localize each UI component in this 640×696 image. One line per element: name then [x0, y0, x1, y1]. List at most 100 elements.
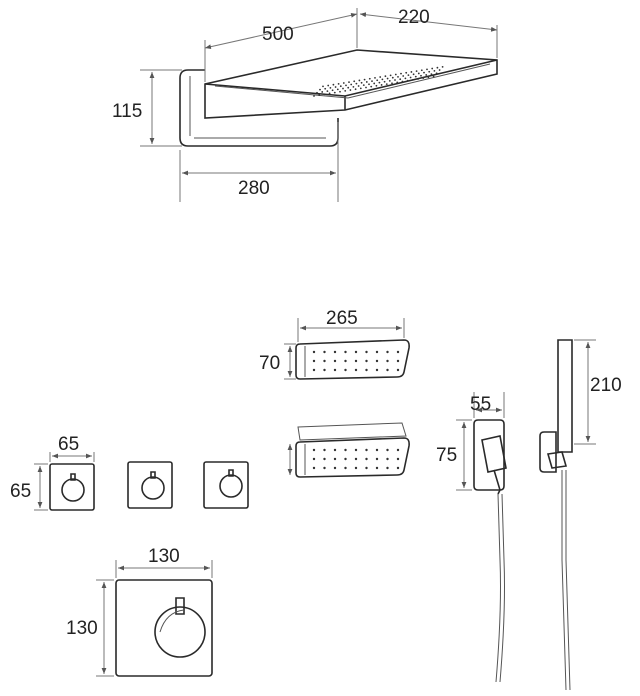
nozzle-dot — [386, 350, 389, 354]
nozzle-dot — [323, 93, 326, 96]
nozzle-dot — [339, 90, 341, 93]
nozzle-dot — [334, 86, 337, 88]
nozzle-dot — [349, 89, 352, 91]
nozzle-dot — [399, 78, 402, 81]
nozzle-dot — [365, 350, 368, 354]
nozzle-dot — [370, 85, 373, 88]
nozzle-dot — [312, 457, 316, 461]
nozzle-dot — [342, 82, 345, 84]
valve-middle — [127, 461, 173, 509]
nozzle-dot — [389, 74, 392, 77]
body-jet-nozzles — [312, 350, 400, 372]
nozzle-dot — [383, 80, 386, 83]
nozzle-dot — [417, 78, 419, 80]
nozzle-dot — [378, 81, 381, 84]
nozzle-dot — [409, 76, 412, 79]
nozzle-dot — [365, 466, 368, 470]
valve-right — [203, 461, 249, 509]
thermostat-height-label: 130 — [66, 618, 98, 639]
nozzle-dot — [385, 83, 388, 85]
nozzle-dot — [360, 81, 363, 84]
thermostat-dimensions: 130 130 — [66, 546, 213, 677]
nozzle-dot — [316, 91, 318, 94]
nozzle-dot — [322, 85, 324, 88]
nozzle-dot — [423, 71, 425, 74]
nozzle-dot — [425, 74, 428, 76]
nozzle-dot — [336, 88, 339, 91]
nozzle-dot — [430, 73, 433, 75]
nozzle-dot — [333, 368, 337, 372]
nozzle-dot — [397, 75, 399, 78]
nozzle-dot — [332, 83, 335, 86]
nozzle-dot — [384, 75, 387, 78]
nozzle-dot — [374, 77, 376, 79]
nozzle-dot — [333, 448, 337, 452]
nozzle-dot — [375, 368, 379, 372]
nozzle-dot — [368, 77, 371, 80]
hand-shower-dimensions: 210 — [574, 339, 622, 445]
nozzle-dot — [321, 91, 324, 93]
nozzle-dot — [354, 359, 358, 363]
nozzle-dot — [324, 87, 327, 90]
jet-width-label: 265 — [326, 308, 358, 329]
nozzle-dot — [359, 87, 362, 90]
body-jet-dimensions: 265 70 — [259, 308, 405, 475]
nozzle-dot — [406, 79, 409, 82]
nozzle-dot — [337, 82, 340, 85]
nozzle-dot — [386, 457, 389, 461]
nozzle-dot — [344, 368, 347, 372]
nozzle-dot — [323, 350, 326, 354]
nozzle-dot — [420, 74, 422, 77]
nozzle-dot — [412, 73, 415, 76]
nozzle-dot — [386, 77, 389, 80]
nozzle-dot — [396, 448, 400, 452]
nozzle-dot — [354, 350, 358, 354]
nozzle-dot — [344, 457, 347, 461]
nozzle-dot — [376, 79, 379, 82]
nozzle-dot — [379, 76, 382, 78]
nozzle-dot — [441, 65, 444, 68]
arm-label: 280 — [238, 178, 270, 199]
nozzle-dot — [331, 89, 334, 92]
nozzle-dot — [375, 466, 379, 470]
nozzle-dot — [354, 368, 358, 372]
valve-dimensions: 65 65 — [10, 434, 95, 511]
wall-outlet — [473, 419, 507, 683]
depth-dimension-line — [359, 12, 498, 32]
nozzle-dot — [352, 85, 355, 88]
height-label: 115 — [112, 101, 142, 122]
rain-nozzle-field — [313, 65, 444, 97]
nozzle-dot — [365, 86, 367, 89]
nozzle-dot — [333, 350, 337, 354]
nozzle-dot — [345, 84, 347, 87]
nozzle-dot — [386, 466, 389, 470]
nozzle-dot — [386, 448, 389, 452]
nozzle-dot — [422, 77, 425, 80]
nozzle-dot — [396, 350, 400, 354]
nozzle-dot — [365, 368, 368, 372]
nozzle-dot — [355, 82, 358, 85]
nozzle-dot — [396, 368, 400, 372]
nozzle-dot — [312, 368, 316, 372]
nozzle-dot — [354, 448, 358, 452]
nozzle-dot — [396, 457, 400, 461]
nozzle-dot — [427, 76, 430, 79]
nozzle-dot — [365, 359, 368, 363]
nozzle-dot — [420, 69, 423, 72]
nozzle-dot — [411, 78, 414, 81]
length-label: 500 — [262, 24, 294, 45]
nozzle-dot — [391, 82, 393, 85]
nozzle-dot — [375, 350, 379, 354]
nozzle-dot — [388, 80, 391, 82]
nozzle-dot — [344, 359, 347, 363]
nozzle-dot — [415, 70, 418, 72]
nozzle-dot — [414, 75, 417, 78]
nozzle-dot — [373, 82, 376, 85]
nozzle-dot — [426, 68, 428, 71]
nozzle-dot — [328, 92, 331, 95]
thermostat-valve — [115, 579, 213, 677]
nozzle-dot — [394, 73, 397, 76]
nozzle-dot — [375, 359, 379, 363]
nozzle-dot — [407, 74, 410, 77]
hand-shower — [539, 339, 573, 691]
